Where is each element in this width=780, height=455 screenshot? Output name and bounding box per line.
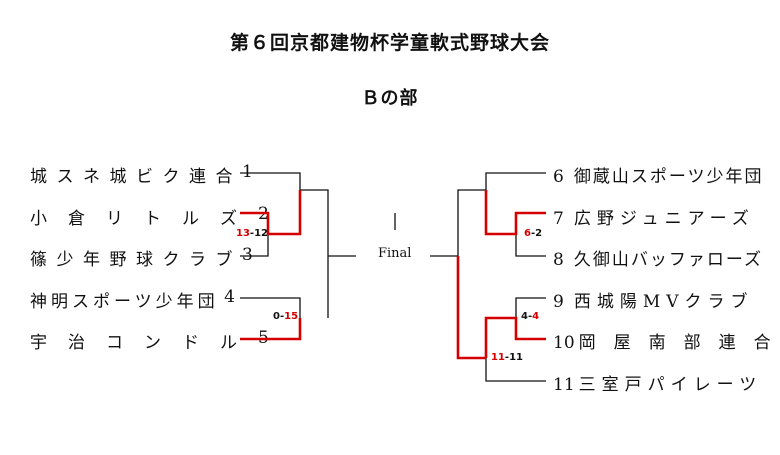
line-team11: [485, 358, 546, 382]
winner-line-team5: [240, 318, 302, 341]
team-seed: 10: [553, 333, 575, 353]
right-team-6: 6 御蔵山スポーツ少年団: [553, 162, 764, 187]
score-loser: 2: [535, 228, 543, 239]
right-team-7: 7 広野ジュニアーズ: [553, 204, 755, 229]
score-winner: 13: [236, 228, 250, 239]
winner-line-team7: [484, 190, 546, 236]
winner-line-team2: [240, 190, 302, 236]
left-team-3: 篠少年野球クラブ 3: [30, 245, 253, 270]
team-seed: 6: [553, 167, 564, 187]
team-name: 三室戸パイレーツ: [578, 375, 763, 395]
right-team-8: 8 久御山バッファローズ: [553, 245, 763, 270]
score-2v3: 13-12: [236, 228, 268, 239]
winner-line-right-semi: [456, 256, 486, 360]
team-name: 久御山バッファローズ: [573, 250, 763, 270]
score-winner: 11: [491, 352, 505, 363]
team-name: 小倉リトルズ: [30, 209, 258, 229]
left-team-4: 神明スポーツ少年団 4: [30, 287, 235, 312]
team-name: 御蔵山スポーツ少年団: [573, 167, 764, 187]
team-name: 神明スポーツ少年団: [30, 292, 219, 312]
score-team10: 4: [532, 311, 540, 322]
line-team3: [240, 234, 269, 257]
score-team9: 4: [521, 311, 528, 322]
line-right-semi-top: [457, 189, 486, 256]
score-loser: 0: [273, 311, 280, 322]
team-seed: 3: [242, 245, 253, 265]
line-team6: [485, 172, 546, 190]
team-name: 宇治コンドル: [30, 333, 258, 353]
winner-line-team10: [484, 316, 546, 358]
team-name: 岡屋南部連合: [578, 333, 780, 353]
team-name: 西城陽MVクラブ: [573, 292, 754, 312]
final-label: Final: [378, 246, 412, 261]
division-title: Ｂの部: [361, 88, 419, 109]
team-seed: 4: [224, 287, 235, 307]
line-team8: [515, 234, 546, 257]
team-seed: 7: [553, 209, 564, 229]
score-right-semi: 11-11: [491, 352, 523, 363]
score-7v8: 6-2: [524, 228, 543, 239]
team-seed: 1: [242, 162, 253, 182]
line-team1: [240, 172, 301, 190]
score-9v10: 4-4: [521, 311, 540, 322]
team-seed: 9: [553, 292, 564, 312]
team-name: 広野ジュニアーズ: [573, 209, 755, 229]
score-winner: 15: [284, 311, 299, 322]
score-winner: 6: [524, 228, 531, 239]
team-name: 篠少年野球クラブ: [30, 250, 242, 270]
score-loser: 11: [509, 352, 523, 363]
tournament-title: 第６回京都建物杯学童軟式野球大会: [229, 32, 550, 54]
team-seed: 8: [553, 250, 564, 270]
score-loser: 12: [254, 228, 268, 239]
team-name: 城スネ城ビク連合: [30, 167, 242, 187]
line-team9: [515, 297, 546, 318]
team-seed: 11: [553, 375, 575, 395]
right-team-9: 9 西城陽MVクラブ: [553, 287, 754, 312]
left-team-1: 城スネ城ビク連合 1: [30, 162, 253, 187]
line-semi-left-top: [300, 189, 329, 256]
line-team4: [240, 297, 301, 318]
score-4v5: 0-15: [273, 311, 299, 322]
